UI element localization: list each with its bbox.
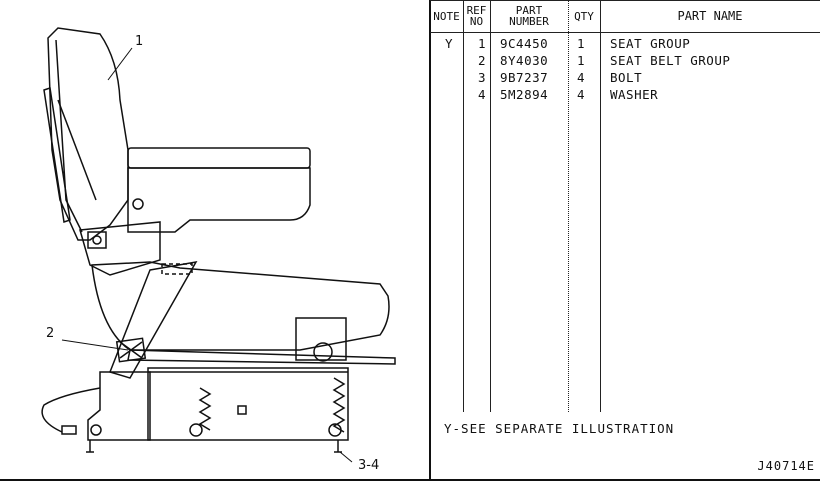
col-sep-note xyxy=(463,0,464,412)
bolt-3-4 xyxy=(334,440,342,453)
seat-backrest xyxy=(47,27,129,241)
footnote: Y-SEE SEPARATE ILLUSTRATION xyxy=(444,421,675,436)
backrest-hinge-arm xyxy=(57,99,97,201)
col-sep-part xyxy=(568,0,570,412)
seat-belt-buckle xyxy=(115,337,147,363)
mount-bolt xyxy=(90,424,102,436)
cable xyxy=(41,387,101,433)
suspension-base xyxy=(147,367,349,441)
header-qty: QTY xyxy=(574,9,594,23)
row-ref: 2 xyxy=(477,53,486,68)
backrest-inner-edge xyxy=(55,39,83,233)
header-part-name: PART NAME xyxy=(677,8,743,23)
base-slot xyxy=(237,405,247,415)
armrest-pivot xyxy=(132,198,144,210)
header-ref-line1: REF xyxy=(466,4,487,17)
row-name: SEAT GROUP xyxy=(610,36,691,51)
header-underline xyxy=(430,32,820,33)
row-part-number: 5M2894 xyxy=(500,87,549,102)
seat-belt-strap xyxy=(109,260,198,379)
rear-bracket xyxy=(87,231,107,249)
header-topline xyxy=(430,0,820,1)
front-bracket-knob xyxy=(313,342,333,362)
armrest-body xyxy=(127,167,311,233)
base-bolt-right xyxy=(328,423,342,437)
seat-illustration xyxy=(41,27,396,463)
front-bracket xyxy=(295,317,347,361)
row-qty: 1 xyxy=(576,53,586,68)
row-qty: 4 xyxy=(576,70,586,85)
bottom-border xyxy=(0,479,820,481)
buckle-cross xyxy=(119,341,143,359)
callout-1: 1 xyxy=(135,34,144,49)
row-part-number: 9C4450 xyxy=(500,36,549,51)
row-part-number: 8Y4030 xyxy=(500,53,549,68)
callout-3-4: 3-4 xyxy=(358,458,380,473)
base-bolt-left xyxy=(189,423,203,437)
header-ref: REF NO xyxy=(463,0,490,32)
table-row: Y 1 9C4450 1 SEAT GROUP xyxy=(430,36,820,53)
suspension-spring-right xyxy=(332,377,346,433)
suspension-spring-left xyxy=(198,387,212,431)
cable-end xyxy=(61,425,77,435)
leader-1 xyxy=(107,47,133,81)
callout-2: 2 xyxy=(46,326,55,341)
bolt-left xyxy=(86,440,94,453)
col-sep-qty xyxy=(600,0,601,412)
header-part-number: PART NUMBER xyxy=(490,0,568,32)
row-ref: 3 xyxy=(477,70,486,85)
illustration-divider xyxy=(429,0,431,479)
row-note: Y xyxy=(444,36,454,51)
table-row: 2 8Y4030 1 SEAT BELT GROUP xyxy=(430,53,820,70)
backrest-hinge-bar xyxy=(43,87,71,223)
row-name: SEAT BELT GROUP xyxy=(610,53,731,68)
rear-bracket-bolt xyxy=(92,235,102,245)
row-ref: 1 xyxy=(477,36,486,51)
row-name: WASHER xyxy=(610,87,659,102)
row-name: BOLT xyxy=(610,70,643,85)
row-qty: 1 xyxy=(576,36,586,51)
armrest xyxy=(127,147,311,169)
leader-3-4 xyxy=(339,451,353,463)
seat-cushion-bottom xyxy=(127,349,396,365)
row-ref: 4 xyxy=(477,87,486,102)
seat-cushion xyxy=(91,261,390,351)
illustration-code: J40714E xyxy=(757,459,815,473)
header-part-line1: PART xyxy=(515,4,543,17)
col-sep-ref xyxy=(490,0,491,412)
row-qty: 4 xyxy=(576,87,586,102)
leader-2 xyxy=(61,339,129,351)
header-part-line2: NUMBER xyxy=(509,15,549,28)
mount-arm xyxy=(87,371,151,441)
table-row: 4 5M2894 4 WASHER xyxy=(430,87,820,104)
header-note: NOTE xyxy=(433,9,460,23)
seat-rear-frame xyxy=(79,221,161,276)
header-ref-line2: NO xyxy=(469,15,484,28)
parts-table: NOTE REF NO PART NUMBER QTY PART NAME Y … xyxy=(430,0,820,484)
table-row: 3 9B7237 4 BOLT xyxy=(430,70,820,87)
row-part-number: 9B7237 xyxy=(500,70,549,85)
